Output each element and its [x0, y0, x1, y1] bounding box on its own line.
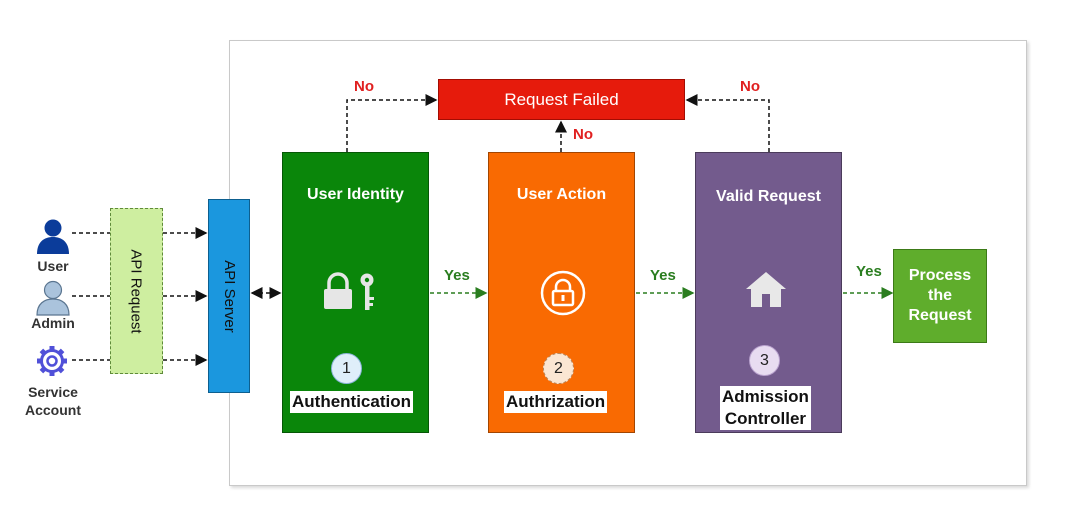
actor-service-account-label: Service Account: [14, 383, 92, 419]
admission-title: Valid Request: [716, 188, 821, 205]
authorization-step-number: 2: [543, 353, 574, 384]
authentication-step-number: 1: [331, 353, 362, 384]
actor-admin-label: Admin: [31, 315, 75, 331]
process-request-box: Process the Request: [893, 249, 987, 343]
no-label-authentication: No: [354, 78, 374, 95]
api-server-label: API Server: [220, 259, 238, 333]
api-request-box: API Request: [110, 208, 163, 374]
request-failed-box: Request Failed: [438, 79, 685, 120]
house-icon: [746, 272, 786, 307]
yes-label-authentication: Yes: [444, 267, 470, 284]
process-line1: Process: [908, 267, 972, 284]
admission-step-number: 3: [749, 345, 780, 376]
actor-user: [30, 218, 76, 254]
authentication-stage: User Identity 1 Authentication: [282, 152, 429, 433]
yes-label-authorization: Yes: [650, 267, 676, 284]
admission-stage: Valid Request 3 Admission Controller: [695, 152, 842, 433]
authentication-title: User Identity: [307, 186, 404, 203]
authentication-caption: Authentication: [290, 391, 413, 413]
api-server-box: API Server: [208, 199, 250, 393]
padlock-circle-icon: [540, 270, 586, 316]
no-label-authorization: No: [573, 126, 593, 143]
api-request-label: API Request: [128, 248, 145, 334]
service-label-line2: Account: [25, 402, 81, 418]
request-failed-label: Request Failed: [504, 89, 619, 109]
lock-key-icon: [324, 272, 374, 310]
authorization-stage: User Action 2 Authrization: [488, 152, 635, 433]
service-account-gear-icon: [37, 346, 67, 376]
admission-caption-line1: Admission: [722, 387, 809, 406]
yes-label-admission: Yes: [856, 263, 882, 280]
no-label-admission: No: [740, 78, 760, 95]
edge-admission-failed-no: [685, 94, 770, 152]
service-label-line1: Service: [28, 384, 78, 400]
admission-caption-line2: Controller: [724, 409, 807, 428]
process-line3: Request: [908, 307, 972, 324]
process-line2: the: [928, 287, 952, 304]
edge-auth-failed-no: [346, 94, 438, 152]
admission-caption: Admission Controller: [720, 386, 811, 430]
actor-admin: [30, 280, 76, 316]
authorization-title: User Action: [516, 186, 607, 203]
user-icon: [37, 219, 69, 254]
admin-icon: [36, 280, 70, 316]
actor-service-account: [32, 345, 72, 377]
authorization-caption: Authrization: [504, 391, 608, 413]
actor-user-label: User: [37, 258, 69, 274]
